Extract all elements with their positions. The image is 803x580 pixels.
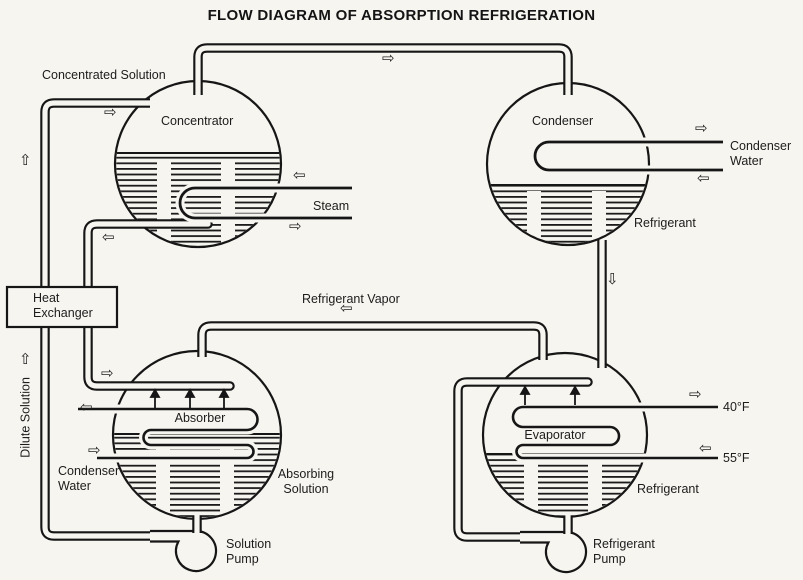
page-title: FLOW DIAGRAM OF ABSORPTION REFRIGERATION xyxy=(207,7,596,24)
flow-arrow-left-icon: ⇦ xyxy=(102,228,115,246)
flow-arrow-down-icon: ⇩ xyxy=(606,270,619,288)
label-condenser-water-right: Condenser Water xyxy=(730,139,792,168)
label-heat-exchanger: Heat Exchanger xyxy=(33,291,93,320)
vessel-absorber xyxy=(111,349,283,521)
condenser-water-coil xyxy=(533,140,723,172)
flow-arrow-right-icon: ⇨ xyxy=(104,103,117,121)
label-absorbing-solution: Absorbing Solution xyxy=(277,467,335,496)
heat-exchanger-box xyxy=(5,285,119,329)
label-refrigerant-pump: Refrigerant Pump xyxy=(593,537,655,566)
pump-suction-pipes xyxy=(192,515,573,534)
flow-arrow-right-icon: ⇨ xyxy=(88,441,101,459)
label-concentrated-solution: Concentrated Solution xyxy=(42,68,166,82)
flow-arrow-up-icon: ⇧ xyxy=(19,151,32,169)
label-condenser: Condenser xyxy=(532,114,594,128)
evaporator-liquid xyxy=(484,453,646,516)
flow-arrow-right-icon: ⇨ xyxy=(289,217,302,235)
label-condenser-water-left: Condenser Water xyxy=(58,464,120,493)
flow-arrow-left-icon: ⇦ xyxy=(293,166,306,184)
coils xyxy=(78,137,723,463)
concentrator-liquid xyxy=(116,152,280,246)
label-refrigerant-vapor: Refrigerant Vapor xyxy=(302,292,400,306)
flow-arrow-left-icon: ⇦ xyxy=(697,169,710,187)
label-dilute-solution: Dilute Solution xyxy=(18,377,33,458)
vessel-concentrator xyxy=(113,79,283,249)
flow-arrow-left-icon: ⇦ xyxy=(80,398,93,416)
label-absorber: Absorber xyxy=(174,411,226,425)
pipe-refrigerant-vapor xyxy=(197,321,548,360)
label-temp-55f: 55°F xyxy=(723,451,750,465)
label-steam: Steam xyxy=(313,199,350,213)
vessel-condenser xyxy=(485,81,651,247)
flow-arrow-left-icon: ⇦ xyxy=(699,439,712,457)
flow-arrow-right-icon: ⇨ xyxy=(101,364,114,382)
flow-arrow-left-icon: ⇦ xyxy=(340,299,353,317)
label-evaporator: Evaporator xyxy=(524,428,586,442)
flow-arrow-right-icon: ⇨ xyxy=(382,49,395,67)
condenser-liquid xyxy=(488,184,648,244)
label-refrigerant-condenser: Refrigerant xyxy=(634,216,696,230)
flow-arrow-right-icon: ⇨ xyxy=(695,119,708,137)
evaporator-coil xyxy=(511,405,718,460)
refrigerant-pump-body xyxy=(520,530,588,574)
label-solution-pump: Solution Pump xyxy=(226,537,272,566)
flow-arrow-up-icon: ⇧ xyxy=(19,350,32,368)
flow-arrow-right-icon: ⇨ xyxy=(689,385,702,403)
spray-arrows xyxy=(149,385,581,408)
absorber-coil xyxy=(78,407,259,460)
solution-pump-body xyxy=(150,529,218,573)
steam-coil xyxy=(178,186,352,220)
label-refrigerant-evaporator: Refrigerant xyxy=(637,482,699,496)
label-concentrator: Concentrator xyxy=(161,114,234,128)
label-temp-40f: 40°F xyxy=(723,400,750,414)
